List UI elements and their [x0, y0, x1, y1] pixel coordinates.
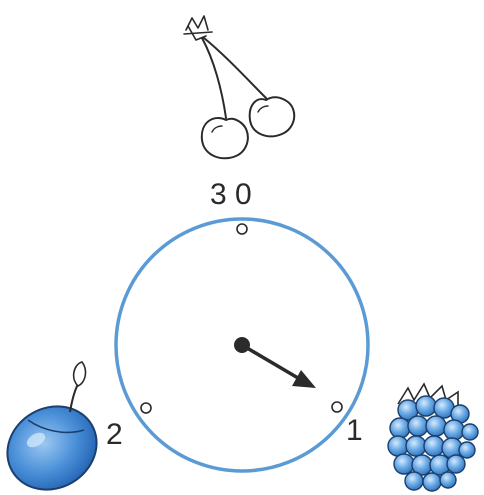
plum-leaf	[74, 362, 86, 386]
dial-mark-right	[332, 402, 342, 412]
pointer-arrowhead	[292, 370, 316, 388]
dial-pivot	[234, 337, 250, 353]
label-left: 2	[106, 420, 123, 450]
dial-mark-top	[237, 224, 247, 234]
dial-pointer	[234, 337, 316, 388]
label-right: 1	[346, 416, 363, 446]
plum-fruit	[0, 390, 112, 495]
cherry-left-fruit	[202, 118, 248, 158]
plum-stem	[70, 384, 78, 412]
cherry-right-stem	[204, 38, 266, 98]
cherry-left-stem	[202, 38, 226, 118]
raspberry-picture	[388, 384, 478, 491]
cherries-picture	[184, 16, 294, 158]
dial-mark-left	[141, 403, 151, 413]
plum-picture	[0, 362, 112, 495]
cherry-stem-leaf	[184, 16, 212, 40]
label-top: 3 0	[210, 180, 252, 210]
cherry-right-fruit	[250, 97, 295, 136]
